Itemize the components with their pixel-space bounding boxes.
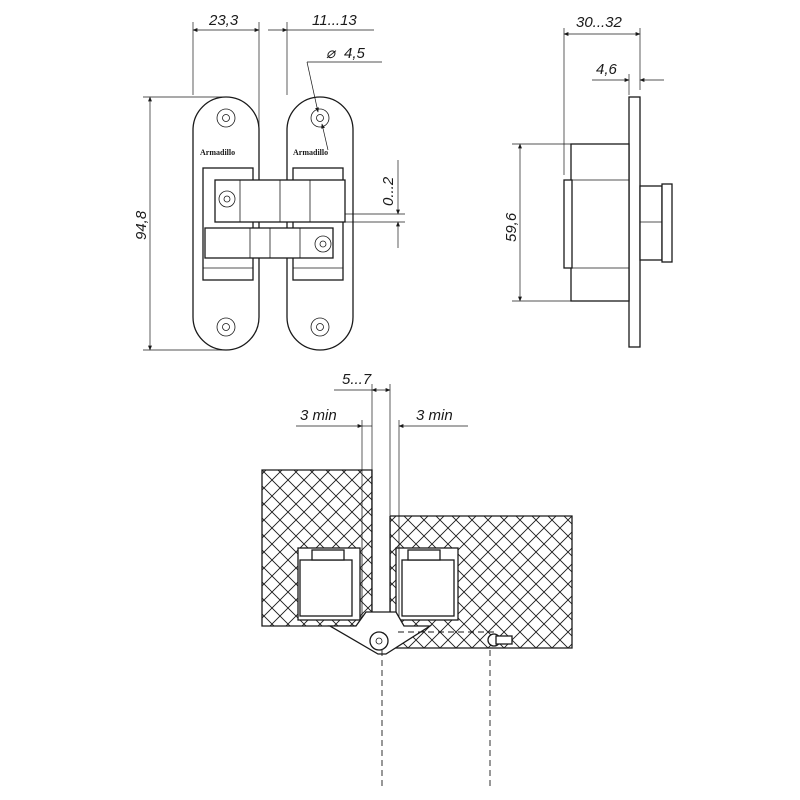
dim-width-label: 23,3 xyxy=(208,12,239,29)
dim-gap-label: 5...7 xyxy=(342,371,372,388)
dim-min-right-label: 3 min xyxy=(416,407,453,424)
diameter-symbol: ⌀ xyxy=(326,45,337,62)
dim-hole-diameter-label: 4,5 xyxy=(344,45,366,62)
front-view: Armadillo Armadillo xyxy=(133,12,405,351)
hinge-mechanism xyxy=(202,167,346,281)
dimension-body-height: 59,6 xyxy=(503,143,571,302)
dimension-width: 23,3 xyxy=(192,12,260,160)
dimension-vertical-adjust: 0...2 xyxy=(335,160,405,248)
hinge-body xyxy=(570,143,630,302)
dim-height-label: 94,8 xyxy=(133,210,150,240)
dimension-hole-diameter: ⌀ 4,5 xyxy=(306,45,382,151)
mounting-plate xyxy=(628,96,641,348)
hinge-knuckle xyxy=(639,185,663,261)
dim-plate-thickness-label: 4,6 xyxy=(596,61,618,78)
dimension-plate-thickness: 4,6 xyxy=(592,61,664,95)
dim-vertical-adjust-label: 0...2 xyxy=(380,176,397,206)
screw-icon xyxy=(487,633,513,647)
installation-view: 5...7 3 min 3 min xyxy=(261,371,573,790)
dimension-gap: 5...7 xyxy=(334,371,391,516)
dimension-min-right: 3 min xyxy=(398,407,468,516)
brand-label-left: Armadillo xyxy=(200,148,235,157)
dimension-height: 94,8 xyxy=(133,96,225,351)
dimension-adjust-depth: 11...13 xyxy=(268,12,374,95)
pivot-pin xyxy=(369,631,389,651)
open-door-outline xyxy=(381,631,496,790)
dim-min-left-label: 3 min xyxy=(300,407,337,424)
brand-label-right: Armadillo xyxy=(293,148,328,157)
dim-adjust-depth-label: 11...13 xyxy=(312,12,357,29)
dim-body-height-label: 59,6 xyxy=(503,212,520,242)
dimension-min-left: 3 min xyxy=(296,407,372,500)
dim-depth-label: 30...32 xyxy=(576,14,623,31)
side-view: 30...32 4,6 59,6 xyxy=(503,14,673,348)
